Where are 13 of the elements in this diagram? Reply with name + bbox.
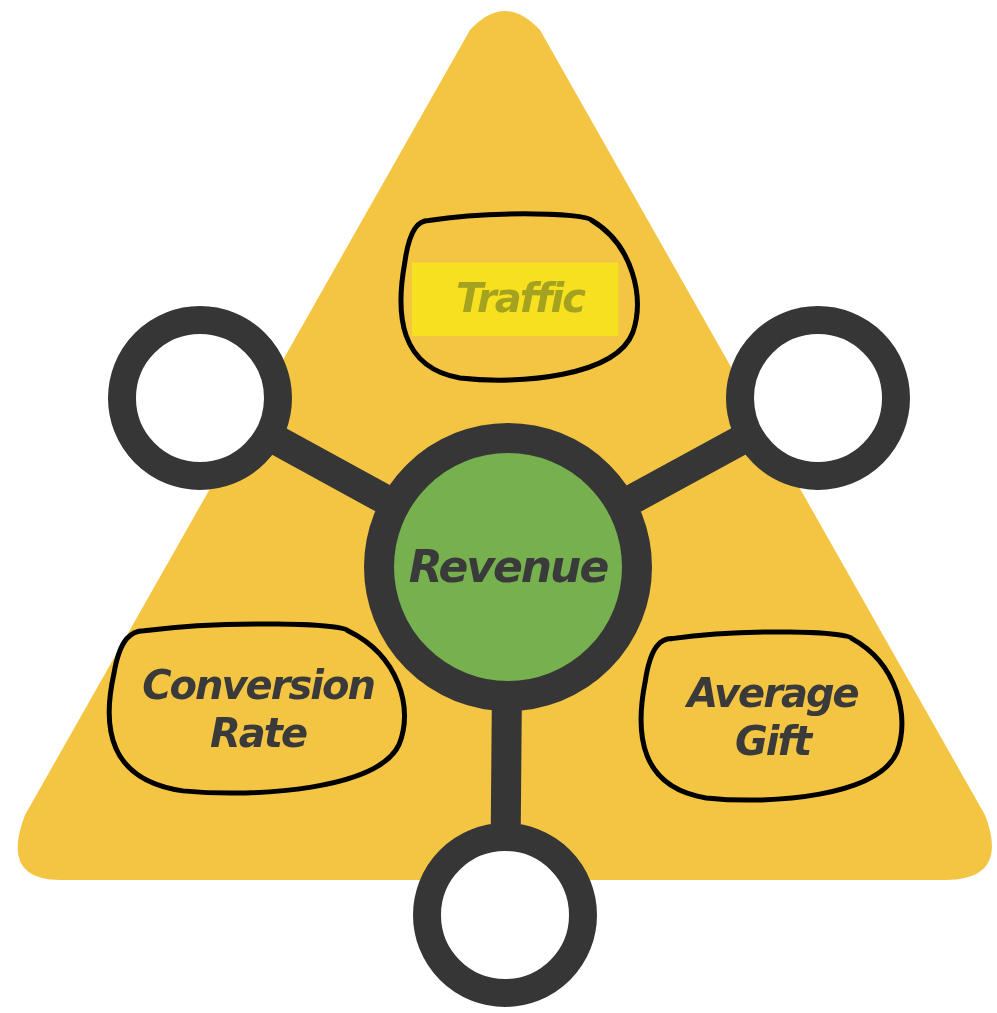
connector-line (626, 427, 747, 512)
node-label: Average Gift (684, 668, 859, 765)
circle-node (726, 306, 910, 490)
circle-node (108, 306, 292, 490)
outlined-label (400, 210, 640, 385)
outlined-label (108, 620, 408, 798)
node-label: Revenue (408, 540, 608, 594)
node-label: Conversion Rate (141, 661, 375, 757)
circle-node (413, 823, 597, 1007)
node-label: Traffic (456, 273, 584, 322)
connector-line (490, 709, 522, 826)
connector-line (271, 428, 390, 512)
outlined-label (640, 628, 905, 805)
